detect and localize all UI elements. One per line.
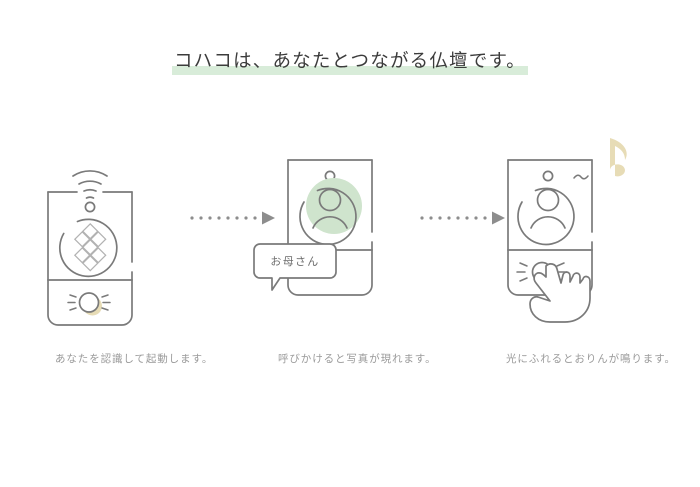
step-3-illustration: [507, 138, 627, 323]
lattice-ring: [59, 218, 118, 278]
glowing-light-icon: [67, 292, 111, 316]
step-2: お母さん: [250, 120, 450, 330]
title-highlight-bar: [171, 65, 528, 75]
step-1: [30, 120, 230, 330]
sound-wave-icon: [573, 174, 589, 180]
step-3: [470, 120, 670, 330]
dotted-arrow-right-icon-1: [190, 208, 280, 228]
person-avatar-icon: [517, 187, 575, 246]
captions-row: あなたを認識して起動します。 呼びかけると写真が現れます。 光にふれるとおりんが…: [0, 352, 700, 376]
step-2-illustration: お母さん: [253, 159, 373, 296]
camera-dot-icon: [542, 170, 554, 182]
steps-row: お母さん: [0, 120, 700, 330]
person-avatar-icon: [299, 187, 357, 246]
dotted-arrow-right-icon-2: [420, 208, 510, 228]
music-note-icon: [610, 138, 627, 177]
step-1-caption: あなたを認識して起動します。: [55, 354, 214, 365]
step-1-illustration: [47, 170, 133, 326]
speech-bubble-text: お母さん: [270, 255, 319, 268]
pointing-hand-icon: [529, 263, 591, 323]
device-body: [47, 191, 133, 326]
headline-container: コハコは、あなたとつながる仏壇です。: [0, 50, 700, 76]
step-3-caption: 光にふれるとおりんが鳴ります。: [506, 354, 676, 365]
page-title-text: コハコは、あなたとつながる仏壇です。: [173, 52, 526, 72]
page-title: コハコは、あなたとつながる仏壇です。: [171, 50, 528, 76]
camera-dot-icon: [84, 201, 96, 213]
step-2-caption: 呼びかけると写真が現れます。: [278, 354, 437, 365]
wifi-signal-icon: [72, 170, 108, 199]
diamond-lattice-icon: [73, 222, 107, 272]
speech-bubble: お母さん: [253, 243, 337, 291]
